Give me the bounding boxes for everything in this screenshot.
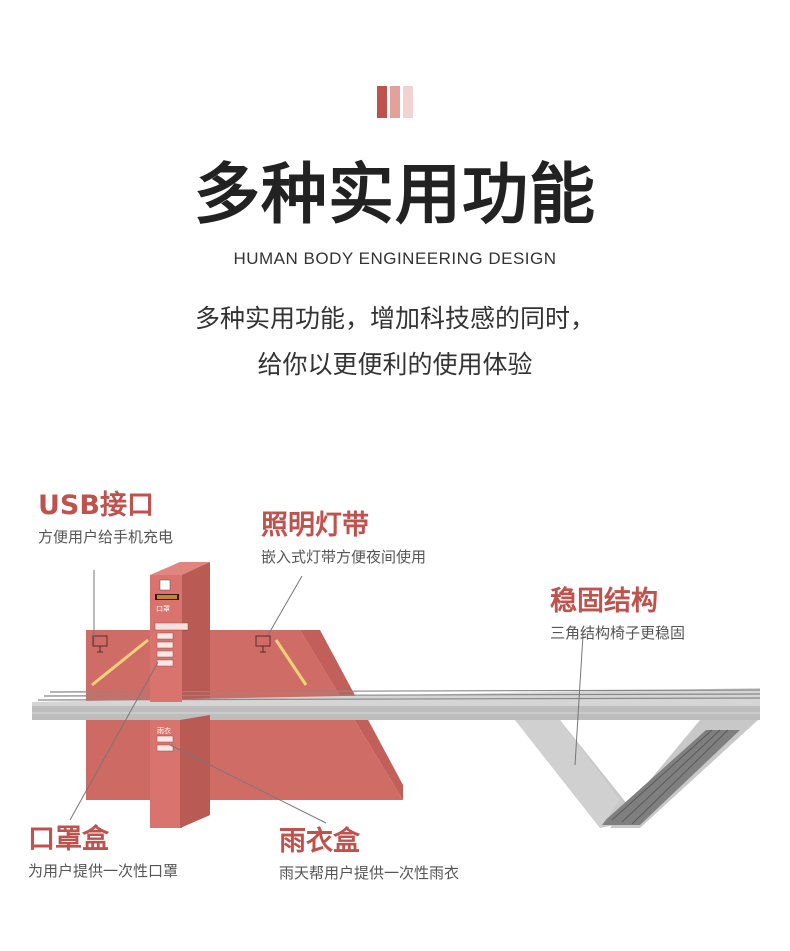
- leader-structure: [574, 634, 584, 766]
- mask-panel-label: 口罩: [156, 605, 170, 613]
- callout-usb-desc: 方便用户给手机充电: [38, 528, 174, 546]
- description-line-1: 多种实用功能，增加科技感的同时，: [194, 304, 595, 333]
- callout-usb: USB接口 方便用户给手机充电: [38, 488, 173, 548]
- leader-light: [267, 575, 303, 636]
- decorative-color-bars: [377, 86, 417, 118]
- description-line-2: 给你以更便利的使用体验: [257, 350, 533, 379]
- leader-mask: [69, 661, 159, 821]
- kiosk-top: [150, 562, 210, 575]
- callout-structure-title: 稳固结构: [550, 586, 658, 617]
- product-illustration: 口罩 雨衣: [0, 430, 790, 951]
- callout-structure-desc: 三角结构椅子更稳固: [550, 624, 686, 642]
- callout-raincoat-box-title: 雨衣盒: [279, 826, 360, 857]
- callout-raincoat-box: 雨衣盒 雨天帮用户提供一次性雨衣: [279, 824, 459, 884]
- callout-light-title: 照明灯带: [261, 510, 369, 541]
- leader-raincoat: [169, 744, 327, 824]
- callout-usb-title: USB接口: [38, 490, 154, 521]
- page-title: 多种实用功能: [194, 156, 596, 233]
- color-bar-3: [403, 86, 413, 118]
- color-bar-2: [390, 86, 400, 118]
- usb-icon-right: [255, 635, 271, 653]
- callout-raincoat-box-desc: 雨天帮用户提供一次性雨衣: [279, 864, 460, 882]
- callout-structure: 稳固结构 三角结构椅子更稳固: [550, 584, 685, 644]
- callout-mask-box-desc: 为用户提供一次性口罩: [28, 862, 179, 880]
- raincoat-panel-label: 雨衣: [157, 727, 171, 735]
- callout-mask-box-title: 口罩盒: [28, 824, 109, 855]
- light-strip-left: [91, 638, 149, 687]
- usb-icon-left: [92, 635, 108, 653]
- callout-mask-box: 口罩盒 为用户提供一次性口罩: [28, 822, 178, 882]
- light-strip-right: [274, 639, 308, 686]
- page-description: 多种实用功能，增加科技感的同时， 给你以更便利的使用体验: [0, 296, 790, 388]
- bench-kiosk-illustration: [32, 562, 761, 828]
- callout-light-desc: 嵌入式灯带方便夜间使用: [261, 548, 427, 566]
- color-bar-1: [377, 86, 387, 118]
- callout-light: 照明灯带 嵌入式灯带方便夜间使用: [261, 508, 426, 568]
- page-subtitle: HUMAN BODY ENGINEERING DESIGN: [233, 249, 557, 268]
